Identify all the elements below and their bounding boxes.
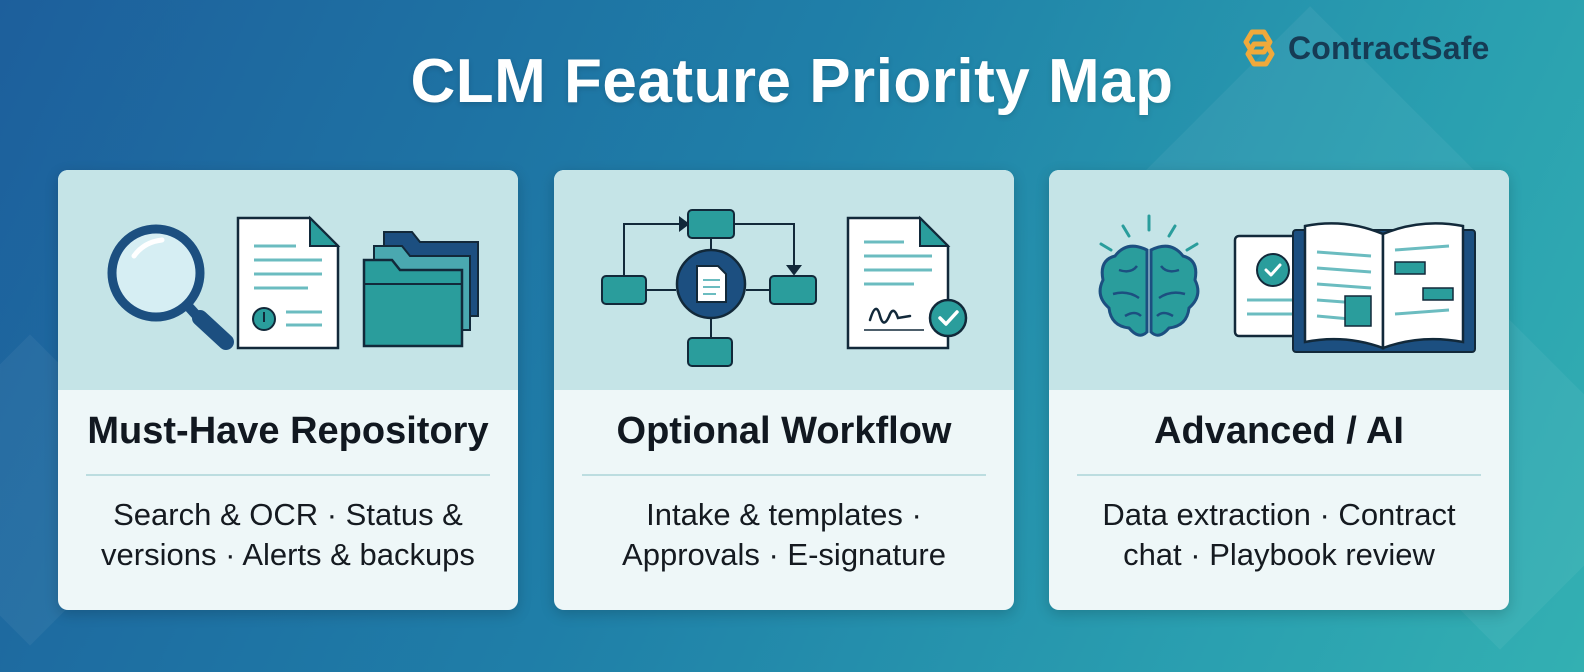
- card-advanced-ai: Advanced / AI Data extraction · Contract…: [1049, 170, 1509, 610]
- card-title: Optional Workflow: [616, 410, 952, 452]
- brain-icon: [1098, 214, 1200, 337]
- card-title: Advanced / AI: [1154, 410, 1404, 452]
- interlocking-hexagon-logo-icon: [1243, 29, 1275, 67]
- card-divider: [1077, 474, 1481, 476]
- page-title: CLM Feature Priority Map: [410, 47, 1174, 116]
- open-book-icon: [1292, 222, 1476, 353]
- card-description: Data extraction · Contract chat · Playbo…: [1102, 497, 1456, 572]
- card-divider: [582, 474, 986, 476]
- card-divider: [86, 474, 490, 476]
- card-optional-workflow: Optional Workflow Intake & templates · A…: [554, 170, 1014, 610]
- folders-icon: [362, 231, 479, 348]
- card-illustration: [1049, 170, 1509, 390]
- brand-logo[interactable]: ContractSafe: [1236, 26, 1490, 70]
- card-title: Must-Have Repository: [87, 410, 489, 452]
- card-illustration: [554, 170, 1014, 390]
- card-illustration: [58, 170, 518, 390]
- brand-name: ContractSafe: [1288, 29, 1490, 66]
- card-must-have-repository: Must-Have Repository Search & OCR · Stat…: [58, 170, 518, 610]
- document-icon: [236, 215, 341, 350]
- signed-document-icon: [846, 215, 968, 350]
- magnifier-icon: [107, 224, 234, 350]
- workflow-diagram-icon: [601, 209, 817, 367]
- card-description: Search & OCR · Status & versions · Alert…: [101, 497, 475, 572]
- card-description: Intake & templates · Approvals · E-signa…: [622, 497, 946, 572]
